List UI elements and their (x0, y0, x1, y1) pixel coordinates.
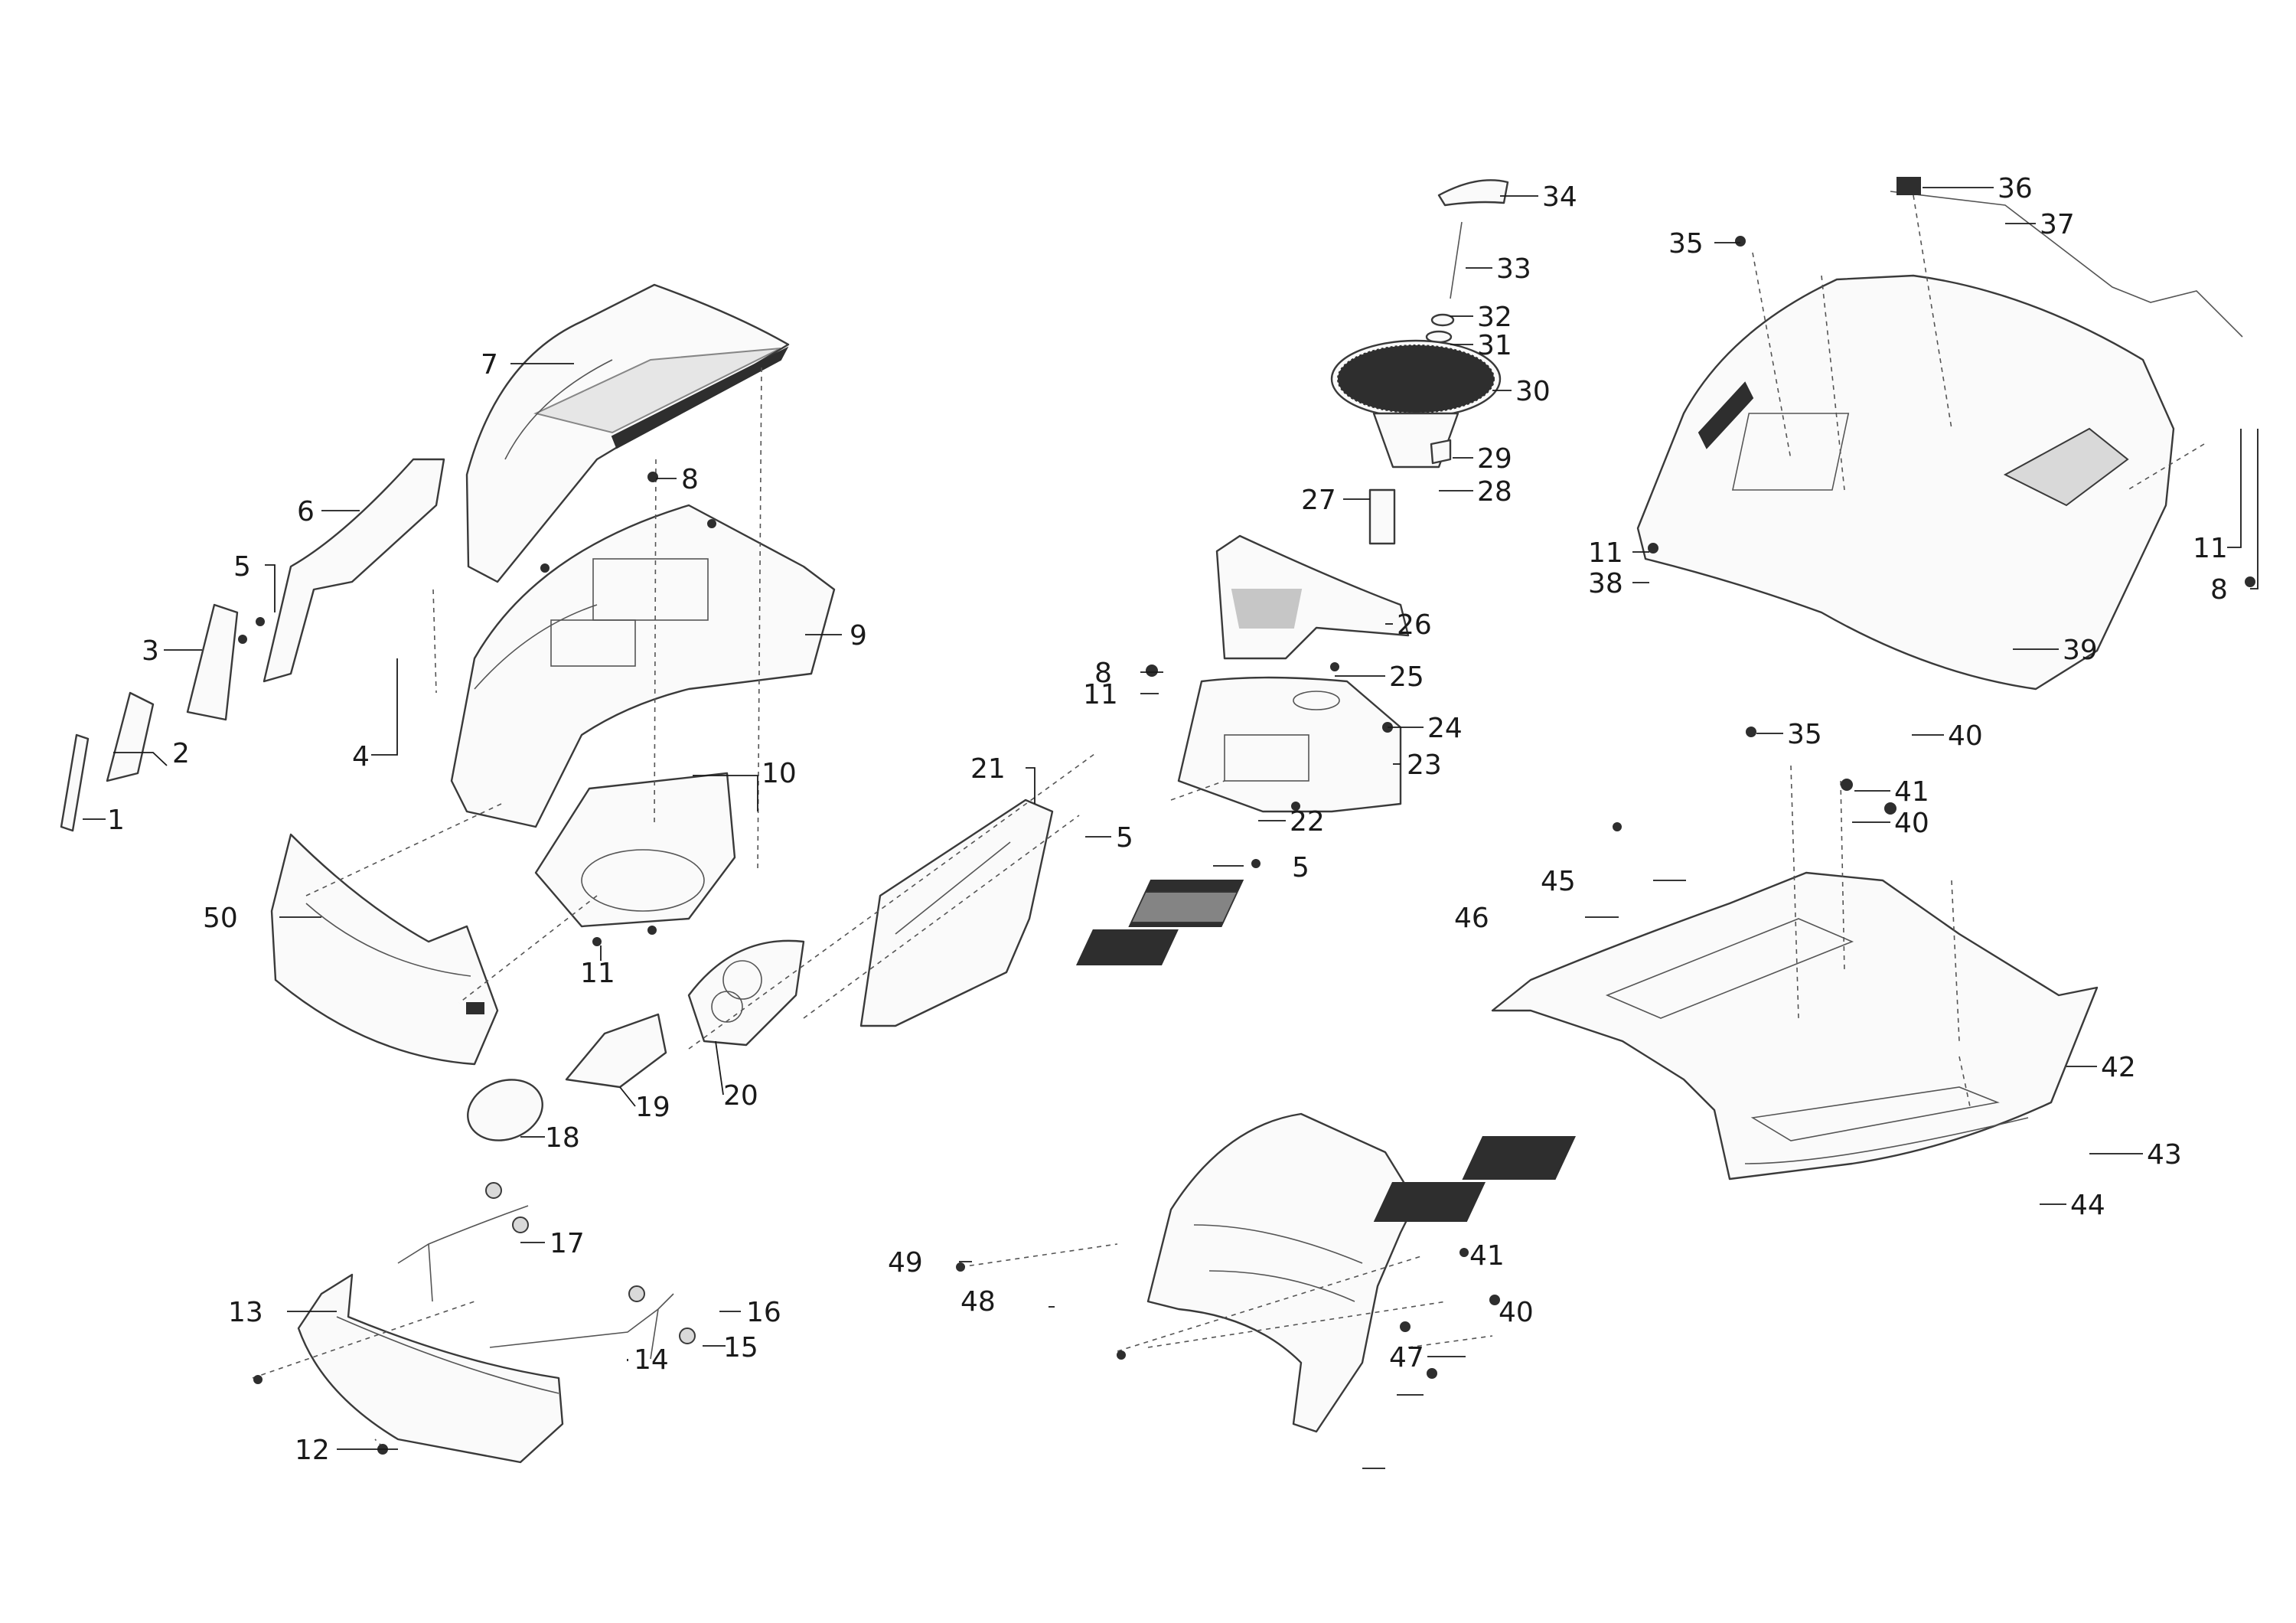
callout-24: 24 (1427, 713, 1463, 744)
callout-5b: 5 (1116, 822, 1133, 854)
headlight-housing-20 (687, 939, 805, 1047)
callout-11a: 11 (580, 958, 615, 989)
callout-14: 14 (634, 1344, 669, 1376)
callout-35a: 35 (1668, 228, 1704, 260)
callout-40a: 40 (1948, 720, 1983, 752)
callout-5c: 5 (1292, 852, 1309, 883)
headlight-housing-19 (565, 1013, 667, 1089)
callout-33: 33 (1496, 253, 1531, 285)
callout-13: 13 (228, 1297, 263, 1328)
hood-assembly (60, 283, 1054, 1141)
callout-45: 45 (1541, 866, 1576, 897)
callout-23: 23 (1407, 749, 1442, 781)
callout-29: 29 (1477, 443, 1512, 475)
callout-27: 27 (1301, 485, 1336, 516)
callout-9: 9 (850, 620, 867, 651)
assembly-lines (252, 194, 2205, 1448)
callout-31: 31 (1477, 330, 1512, 361)
steering-sleeve (1368, 488, 1396, 545)
steering-cap (1437, 179, 1509, 207)
footboard (1491, 871, 2099, 1181)
callout-17: 17 (550, 1228, 585, 1259)
callout-40c: 40 (1499, 1297, 1534, 1328)
callout-7: 7 (481, 349, 498, 380)
leader-lines (83, 187, 2258, 1469)
bracket-3 (186, 603, 239, 721)
callout-6: 6 (297, 496, 315, 527)
callout-8a: 8 (681, 464, 699, 495)
bumper (297, 1273, 564, 1464)
mat-pads (1075, 880, 1576, 1222)
lower-fender-assembly (1146, 1112, 1417, 1433)
bumper-assembly (297, 1182, 696, 1464)
callout-20: 20 (723, 1080, 758, 1112)
callout-39: 39 (2063, 635, 2098, 666)
callout-1: 1 (107, 805, 125, 836)
callout-22: 22 (1290, 806, 1325, 838)
callout-15: 15 (723, 1332, 758, 1363)
headlight-lens (467, 1079, 543, 1141)
callout-10: 10 (762, 758, 797, 789)
callout-11b: 11 (1083, 679, 1118, 710)
side-panel (859, 798, 1054, 1027)
callout-43: 43 (2147, 1139, 2182, 1171)
callout-18: 18 (545, 1122, 580, 1154)
callout-37: 37 (2040, 209, 2075, 240)
pad-45 (1128, 880, 1244, 927)
callout-47: 47 (1389, 1342, 1424, 1373)
callout-26: 26 (1397, 609, 1432, 641)
callout-19: 19 (635, 1092, 670, 1123)
callout-11c: 11 (1588, 537, 1623, 569)
fasteners (238, 236, 2255, 1455)
callout-35b: 35 (1787, 719, 1822, 750)
callout-21: 21 (970, 753, 1006, 785)
callout-8b: 8 (1094, 658, 1112, 689)
pad-44 (1373, 1182, 1486, 1222)
callout-11d: 11 (2193, 533, 2228, 564)
callout-32: 32 (1477, 302, 1512, 333)
callout-40b: 40 (1894, 808, 1929, 839)
rear-rail (1890, 191, 2243, 338)
callout-41b: 41 (1469, 1240, 1505, 1272)
callout-25: 25 (1389, 661, 1424, 693)
pad-43 (1462, 1136, 1576, 1180)
callout-50: 50 (203, 903, 238, 934)
bumper-bar (397, 1205, 674, 1348)
front-grille (270, 833, 499, 1066)
callout-4: 4 (352, 741, 370, 772)
callout-16: 16 (746, 1297, 781, 1328)
callout-8c: 8 (2210, 574, 2228, 606)
lower-fender (1146, 1112, 1417, 1433)
steering-assembly (1177, 179, 1509, 813)
callout-46: 46 (1454, 903, 1489, 934)
bracket-2 (106, 691, 155, 782)
callout-3: 3 (142, 635, 159, 667)
callout-34: 34 (1542, 181, 1577, 213)
rear-fender (1636, 274, 2175, 691)
callout-38: 38 (1588, 568, 1623, 599)
callout-2: 2 (172, 738, 190, 769)
pad-46 (1075, 929, 1179, 965)
callout-41a: 41 (1894, 776, 1929, 808)
callout-28: 28 (1477, 476, 1512, 508)
steering-washer (1430, 313, 1455, 327)
callout-30: 30 (1515, 376, 1551, 407)
dash-upper (1215, 534, 1410, 660)
rear-fender-assembly (1636, 177, 2243, 691)
callout-44: 44 (2070, 1190, 2105, 1221)
dash-lower (1177, 676, 1402, 813)
front-cowling (450, 504, 836, 828)
callout-12: 12 (295, 1435, 330, 1466)
footboard-assembly (1491, 871, 2099, 1181)
rear-switch (1896, 177, 1921, 195)
callout-5a: 5 (233, 551, 251, 583)
callout-49: 49 (888, 1247, 923, 1278)
bracket-6 (263, 458, 445, 683)
callout-48: 48 (960, 1286, 996, 1318)
bracket-1 (60, 733, 90, 832)
callout-42: 42 (2101, 1052, 2136, 1083)
callout-labels: 1 2 3 4 5 6 7 8 9 10 11 12 13 14 15 16 1… (107, 173, 2228, 1466)
callout-36: 36 (1998, 173, 2033, 204)
